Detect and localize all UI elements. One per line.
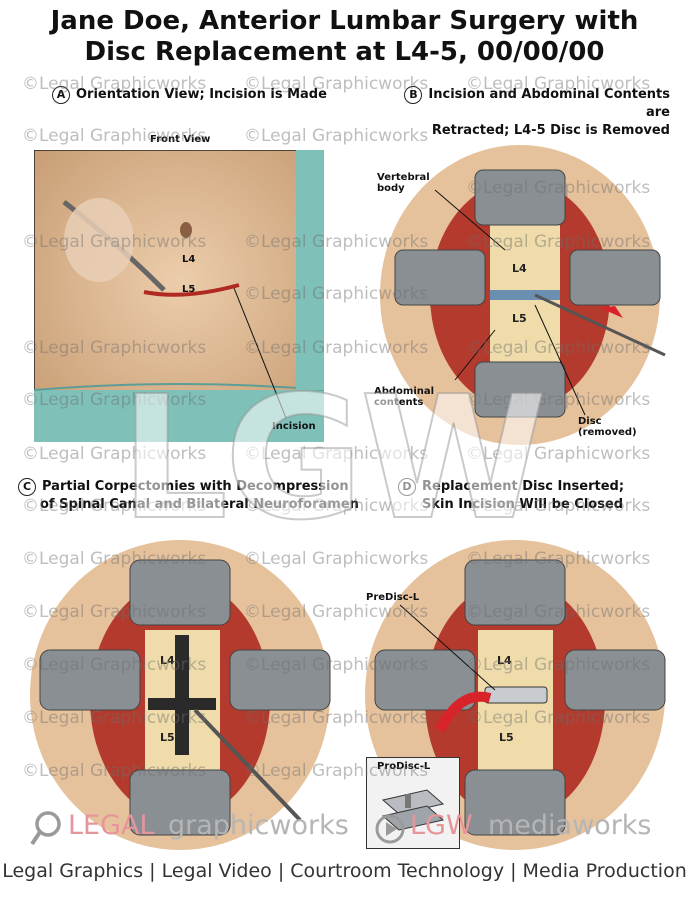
panel-c-illustration (30, 540, 331, 850)
panel-c-title: C Partial Corpectomies with Decompression… (18, 478, 359, 514)
panel-b-illustration (380, 145, 666, 445)
inset-label: ProDisc-L (377, 761, 431, 772)
page-title: Jane Doe, Anterior Lumbar Surgery with D… (0, 6, 689, 68)
panel-c-l5-label: L5 (160, 731, 175, 744)
panel-c-l4-label: L4 (160, 654, 175, 667)
surgical-drape-bottom (34, 390, 324, 442)
panel-b-l5-label: L5 (512, 312, 527, 325)
panel-d-title-line-2: Skin Incision Will be Closed (422, 497, 624, 512)
corpectomy-channel-horizontal (148, 698, 216, 710)
disc-space (490, 290, 560, 300)
panel-b-title-line-2: Retracted; L4-5 Disc is Removed (431, 123, 670, 138)
incision-label: Incision (272, 421, 316, 432)
incision-leader-line (233, 287, 287, 419)
disc-leader (534, 304, 586, 416)
logo-mediaworks: mediaworks (488, 810, 652, 841)
title-line-1: Jane Doe, Anterior Lumbar Surgery with (50, 6, 639, 36)
retractor-top (474, 169, 566, 226)
panel-a-illustration (34, 150, 324, 442)
retractor-bottom (464, 769, 566, 836)
magnifier-icon (30, 811, 61, 846)
panel-c-title-line-2: of Spinal Canal and Bilateral Neuroforam… (40, 497, 359, 512)
retractor-left (374, 649, 476, 711)
logo-graphicworks: graphicworks (168, 810, 349, 841)
panel-d-title: D Replacement Disc Inserted; Skin Incisio… (398, 478, 624, 514)
abdominal-contents-leader (454, 329, 496, 381)
prodisc-inset: ProDisc-L (366, 757, 460, 849)
navel (180, 222, 192, 238)
panel-d-l5-label: L5 (499, 731, 514, 744)
prodisc-leader (399, 604, 496, 691)
gloved-hand (64, 198, 134, 282)
footer-logos: LEGAL graphicworks LGW mediaworks (30, 808, 680, 848)
retractor-top (129, 559, 231, 626)
panel-d-l4-label: L4 (497, 654, 512, 667)
red-arrow-icon (600, 306, 623, 318)
insertion-arrow-icon (435, 691, 492, 733)
panel-d-letter: D (398, 478, 416, 496)
logo-lgw: LGW (410, 810, 473, 841)
prodisc-label: PreDisc-L (366, 592, 420, 603)
panel-b-title-line-1: Incision and Abdominal Contents are (428, 87, 670, 120)
retractor-top (464, 559, 566, 626)
retractor-bottom (129, 769, 231, 836)
retractor-bottom (474, 361, 566, 418)
logo-legal: LEGAL (68, 810, 155, 841)
retractor-left (39, 649, 141, 711)
vertebral-body-leader (434, 189, 506, 251)
panel-c-title-line-1: Partial Corpectomies with Decompression (42, 479, 349, 494)
removal-instrument (534, 293, 666, 357)
abdominal-contents-label: Abdominal contents (374, 386, 435, 408)
panel-a-letter: A (52, 86, 70, 104)
front-view-label: Front View (150, 134, 211, 145)
corpectomy-channel-vertical (175, 635, 189, 755)
surgical-drape-right (296, 150, 324, 390)
incision-line (143, 283, 240, 297)
panel-b-letter: B (404, 86, 423, 104)
panel-c-letter: C (18, 478, 36, 496)
burr-instrument (193, 708, 302, 822)
panel-a-title: A Orientation View; Incision is Made (52, 86, 327, 104)
play-button-icon (375, 814, 405, 844)
retractor-right (569, 249, 661, 306)
retractor-right (564, 649, 666, 711)
retractor-right (229, 649, 331, 711)
panel-a-title-text: Orientation View; Incision is Made (76, 87, 327, 102)
panel-a-l5-label: L5 (182, 284, 196, 295)
panel-d-title-line-1: Replacement Disc Inserted; (422, 479, 625, 494)
panel-b-l4-label: L4 (512, 262, 527, 275)
watermark: ©Legal Graphicworks (22, 444, 207, 464)
title-line-2: Disc Replacement at L4-5, 00/00/00 (84, 37, 605, 67)
prodisc-implant-icon (381, 789, 445, 831)
panel-b-title: B Incision and Abdominal Contents are Ret… (378, 86, 670, 140)
drape-edge (34, 383, 324, 391)
retractor-left (394, 249, 486, 306)
footer-tagline: Legal Graphics | Legal Video | Courtroom… (2, 860, 687, 882)
disc-removed-label: Disc (removed) (578, 416, 637, 438)
panel-a-l4-label: L4 (182, 254, 196, 265)
vertebral-body-label: Vertebral body (377, 172, 430, 194)
